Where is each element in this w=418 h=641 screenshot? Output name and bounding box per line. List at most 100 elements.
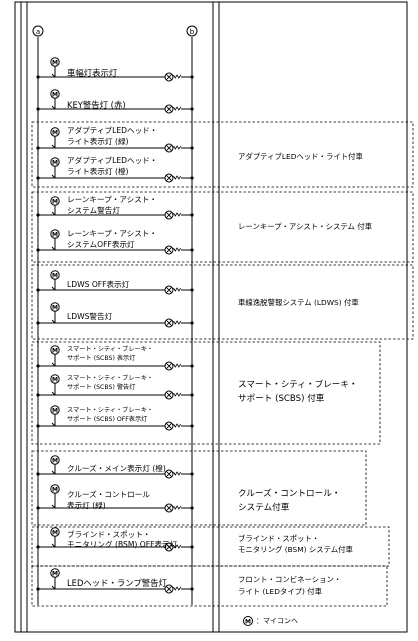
lamp-icon-15 xyxy=(164,584,182,594)
lamp-icon-5 xyxy=(164,210,182,220)
lamp-icon-1 xyxy=(164,72,182,82)
lamp-icon-10 xyxy=(164,390,182,400)
group-box-adaptive-led xyxy=(31,121,414,188)
bus-a-terminal xyxy=(32,25,44,37)
micom-icon-4 xyxy=(50,157,60,167)
bus-a-label: a xyxy=(36,28,40,36)
label-cruise-control-1: クルーズ・コントロール xyxy=(67,490,150,499)
group-box-cruise xyxy=(31,450,367,526)
junction-b-5 xyxy=(190,213,194,217)
junction-b-10 xyxy=(190,393,194,397)
label-scbs-warning-1: スマート・シティ・ブレーキ・ xyxy=(67,375,154,382)
label-ldws-warning: LDWS警告灯 xyxy=(67,312,113,321)
micom-icon-2 xyxy=(50,89,60,99)
label-scbs-indicator-1: スマート・シティ・ブレーキ・ xyxy=(67,346,154,353)
micom-icon-1 xyxy=(50,57,60,67)
label-bsm-off-1: ブラインド・スポット・ xyxy=(67,530,151,539)
group-label-led-headlamp-2: ライト (LEDタイプ) 付車 xyxy=(238,587,323,596)
group-label-scbs-2: サポート (SCBS) 付車 xyxy=(238,394,325,404)
label-adaptive-led-green-2: ライト表示灯 (緑) xyxy=(67,137,129,146)
junction-a-1 xyxy=(36,75,40,79)
label-lane-keep-off-2: システムOFF表示灯 xyxy=(67,240,135,249)
label-cruise-control-2: 表示灯 (緑) xyxy=(67,501,106,510)
micom-icon-7 xyxy=(50,270,60,280)
group-label-scbs-1: スマート・シティ・ブレーキ・ xyxy=(238,380,358,390)
indicator-circuits xyxy=(36,57,194,594)
group-label-cruise-2: システム付車 xyxy=(238,503,290,513)
junction-b-15 xyxy=(190,587,194,591)
label-bsm-off-2: モニタリング (BSM) OFF表示灯 xyxy=(67,540,178,549)
junction-b-11 xyxy=(190,424,194,428)
group-label-bsm-1: ブラインド・スポット・ xyxy=(238,534,320,543)
junction-a-4 xyxy=(36,176,40,180)
lamp-icon-9 xyxy=(164,361,182,371)
label-scbs-warning-2: サポート (SCBS) 警告灯 xyxy=(67,384,136,391)
micom-icon-14 xyxy=(50,527,60,537)
label-lane-keep-warning-1: レーンキープ・アシスト・ xyxy=(67,195,157,204)
lamp-icon-8 xyxy=(164,318,182,328)
junction-a-3 xyxy=(36,146,40,150)
junction-a-6 xyxy=(36,248,40,252)
junction-a-9 xyxy=(36,364,40,368)
label-scbs-off-1: スマート・シティ・ブレーキ・ xyxy=(67,407,154,414)
label-led-headlamp-warning: LEDヘッド・ランプ警告灯 xyxy=(67,578,167,588)
bus-b-terminal xyxy=(186,25,198,37)
lamp-icon-13 xyxy=(164,503,182,513)
micom-icon-3 xyxy=(50,127,60,137)
group-box-led-headlamp xyxy=(31,565,388,607)
junction-b-6 xyxy=(190,248,194,252)
micom-icon-11 xyxy=(50,405,60,415)
junction-b-7 xyxy=(190,288,194,292)
junction-b-1 xyxy=(190,75,194,79)
junction-b-9 xyxy=(190,364,194,368)
junction-a-14 xyxy=(36,545,40,549)
lamp-icon-2 xyxy=(164,104,182,114)
label-lane-keep-warning-2: システム警告灯 xyxy=(67,206,120,215)
group-label-cruise-1: クルーズ・コントロール・ xyxy=(238,489,341,499)
micom-icon-13 xyxy=(50,484,60,494)
group-label-bsm-2: モニタリング (BSM) システム付車 xyxy=(238,545,353,554)
micom-icon-6 xyxy=(50,229,60,239)
group-label-ldws: 車線逸脱警報システム (LDWS) 付車 xyxy=(238,298,359,307)
junction-a-8 xyxy=(36,321,40,325)
label-adaptive-led-green-1: アダプティブLEDヘッド・ xyxy=(67,126,158,135)
panel-border xyxy=(14,1,408,633)
lamp-icon-6 xyxy=(164,245,182,255)
group-label-led-headlamp-1: フロント・コンビネーション・ xyxy=(238,575,342,584)
lamp-icon-12 xyxy=(164,469,182,479)
svg-text:M: M xyxy=(245,618,251,625)
junction-a-2 xyxy=(36,107,40,111)
junction-a-12 xyxy=(36,472,40,476)
group-box-lane-keep xyxy=(31,191,414,263)
junction-b-8 xyxy=(190,321,194,325)
label-lane-keep-off-1: レーンキープ・アシスト・ xyxy=(67,229,157,238)
junction-a-7 xyxy=(36,288,40,292)
junction-a-13 xyxy=(36,506,40,510)
junction-a-11 xyxy=(36,424,40,428)
group-label-lane-keep: レーンキープ・アシスト・システム 付車 xyxy=(238,222,373,231)
label-vehicle-width-lamp: 車幅灯表示灯 xyxy=(67,68,118,78)
junction-b-4 xyxy=(190,176,194,180)
bus-b-label: b xyxy=(190,28,195,36)
junction-b-2 xyxy=(190,107,194,111)
label-scbs-off-2: サポート (SCBS) OFF表示灯 xyxy=(67,416,148,423)
micom-icon-5 xyxy=(50,196,60,206)
lamp-icon-3 xyxy=(164,143,182,153)
label-cruise-main: クルーズ・メイン表示灯 (橙) xyxy=(67,464,166,473)
junction-b-3 xyxy=(190,146,194,150)
lamp-icon-4 xyxy=(164,173,182,183)
micom-icon-12 xyxy=(50,455,60,465)
label-scbs-indicator-2: サポート (SCBS) 表示灯 xyxy=(67,355,136,362)
micom-icon-9 xyxy=(50,345,60,355)
junction-a-5 xyxy=(36,213,40,217)
label-key-warning: KEY警告灯 (赤) xyxy=(67,100,126,110)
micom-icon-10 xyxy=(50,374,60,384)
group-label-adaptive-led: アダプティブLEDヘッド・ライト付車 xyxy=(238,152,363,161)
junction-b-12 xyxy=(190,472,194,476)
label-adaptive-led-amber-1: アダプティブLEDヘッド・ xyxy=(67,156,158,165)
lamp-icon-7 xyxy=(164,285,182,295)
legend-text: ：マイコンへ xyxy=(256,617,298,625)
junction-a-10 xyxy=(36,393,40,397)
micom-icon-15 xyxy=(50,568,60,578)
